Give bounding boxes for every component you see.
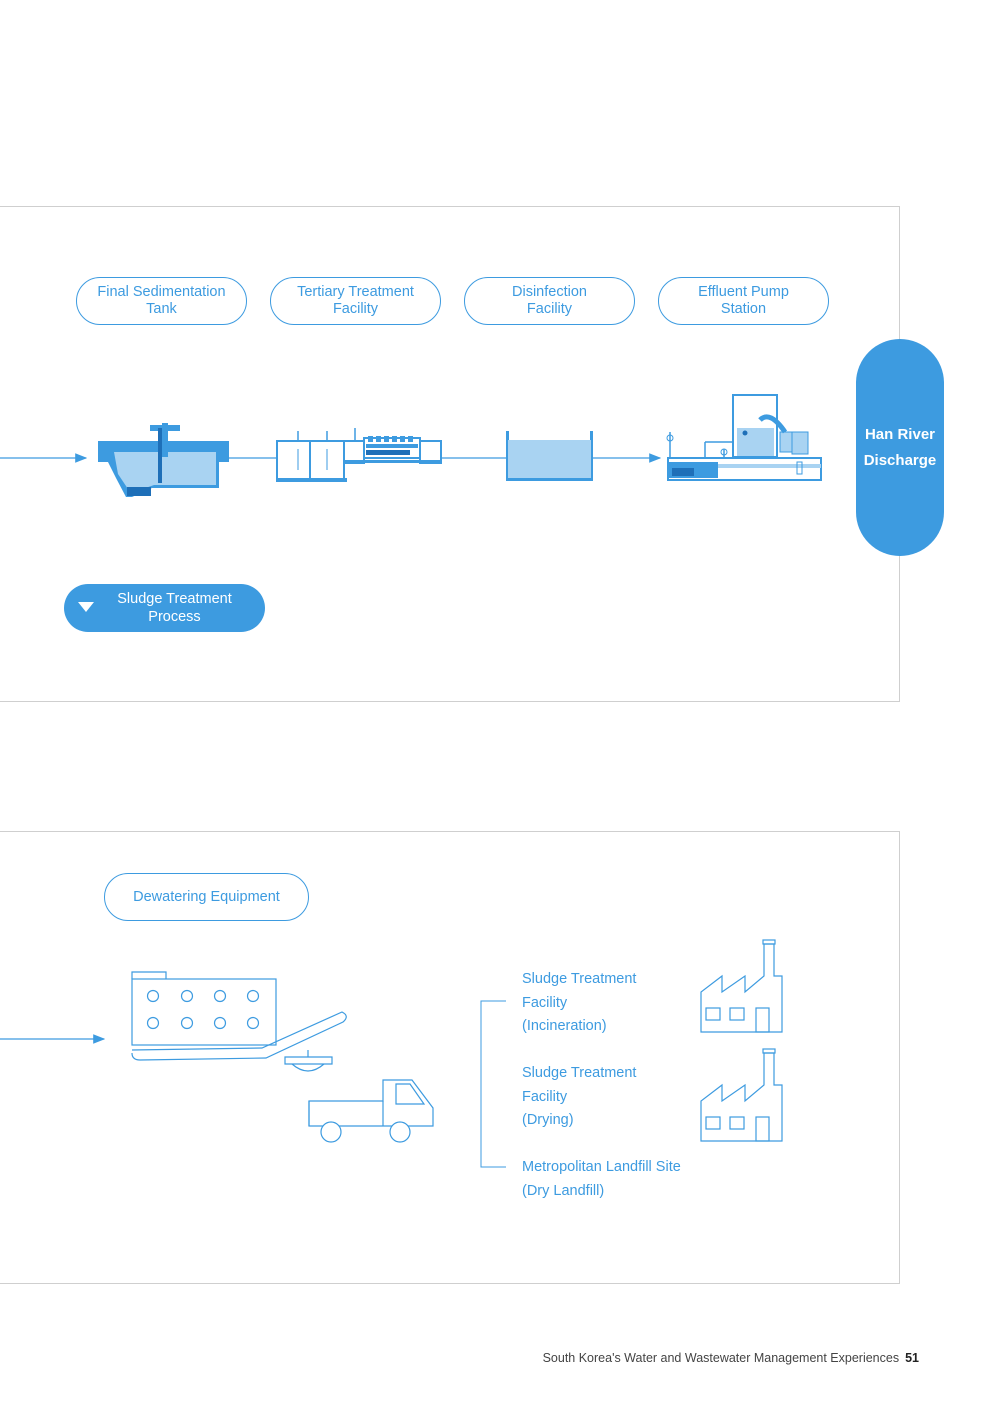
truck-icon [308, 1079, 434, 1143]
sedimentation-tank-icon [98, 423, 229, 497]
final-sedimentation-tank-label: Final Sedimentation Tank [76, 277, 247, 325]
output-landfill-label: Metropolitan Landfill Site (Dry Landfill… [522, 1159, 681, 1199]
factory-icon-incineration [700, 939, 783, 1033]
tertiary-treatment-facility-label: Tertiary Treatment Facility [270, 277, 441, 325]
disinfection-facility-label: Disinfection Facility [464, 277, 635, 325]
triangle-down-icon [78, 602, 94, 612]
pump-station-icon [666, 394, 822, 481]
output-drying-label: Sludge Treatment Facility (Drying) [522, 1065, 637, 1128]
footer-title: South Korea's Water and Wastewater Manag… [542, 1351, 900, 1365]
output-incineration-label: Sludge Treatment Facility (Incineration) [522, 971, 637, 1034]
dewatering-equipment-label: Dewatering Equipment [104, 873, 309, 921]
page-number: 51 [905, 1351, 919, 1365]
effluent-pump-station-label: Effluent Pump Station [658, 277, 829, 325]
page-footer: South Korea's Water and Wastewater Manag… [543, 1351, 919, 1365]
dewatering-machine-icon [131, 971, 347, 1072]
tertiary-treatment-icon [276, 428, 442, 482]
disinfection-tank-icon [506, 431, 593, 481]
sludge-treatment-process-button[interactable]: Sludge Treatment Process [64, 584, 265, 632]
output-bracket [480, 1000, 506, 1168]
han-river-discharge: Han River Discharge [856, 339, 944, 556]
tertiary-filter-blocks [277, 436, 442, 482]
factory-icon-drying [700, 1048, 783, 1142]
